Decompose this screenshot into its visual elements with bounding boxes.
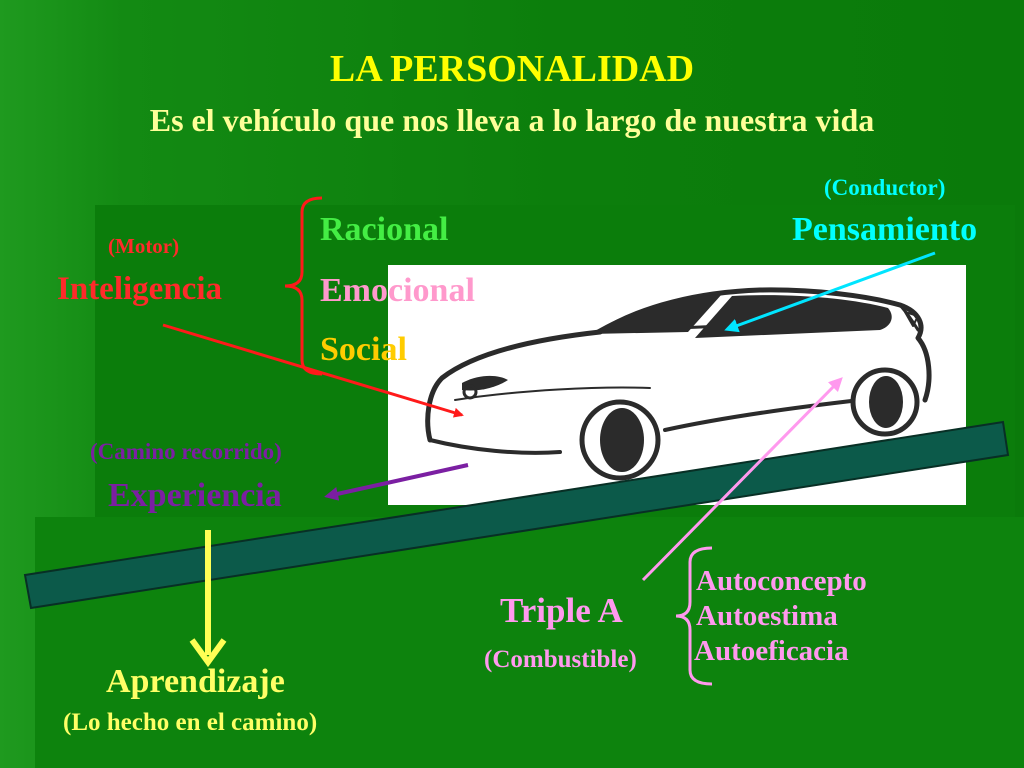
fuel-role-label: (Combustible) [484,646,637,673]
intelligence-type-racional: Racional [320,211,449,248]
car-rear-wheel [850,367,920,437]
road-role-label: (Camino recorrido) [90,439,282,464]
road-ramp [23,420,1010,610]
car-fog-light [462,384,478,400]
car-front-wheel [579,399,661,481]
car-side-window [695,295,892,338]
road-label: Experiencia [108,477,282,514]
road-arrow [324,463,469,501]
motor-arrow [162,323,464,418]
car-front-window [590,294,722,334]
learning-note: (Lo hecho en el camino) [63,709,318,736]
fuel-brace [675,546,713,686]
motor-label: Inteligencia [57,271,222,307]
intelligence-type-social: Social [320,331,407,368]
intelligence-type-emocional: Emocional [320,272,475,309]
fuel-component-autoeficacia: Autoeficacia [694,635,849,667]
car-headlight [462,375,508,391]
fuel-arrow [641,377,843,582]
learning-label: Aprendizaje [106,663,285,700]
fuel-label: Triple A [500,591,623,630]
driver-role-label: (Conductor) [824,175,946,200]
fuel-component-autoconcepto: Autoconcepto [696,565,867,597]
fuel-component-autoestima: Autoestima [696,600,838,632]
motor-role-label: (Motor) [108,234,180,258]
page-title: LA PERSONALIDAD [329,48,695,90]
learning-arrow [189,530,227,668]
page-subtitle: Es el vehículo que nos lleva a lo largo … [149,102,875,138]
driver-label: Pensamiento [792,211,978,248]
driver-arrow [724,251,936,333]
intelligence-brace [284,196,323,376]
